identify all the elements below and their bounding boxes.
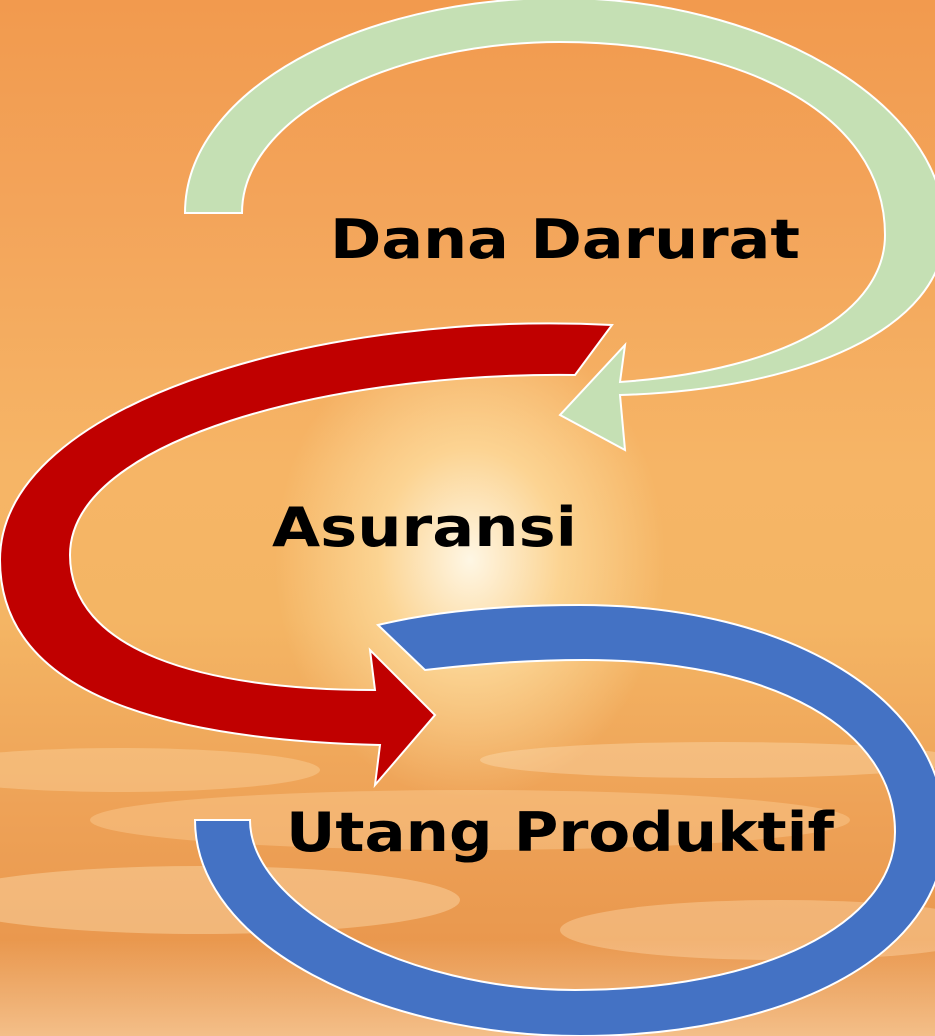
step-label-dana-darurat: Dana Darurat bbox=[330, 208, 800, 271]
red-curved-arrow bbox=[0, 322, 614, 789]
blue-curved-arrow bbox=[193, 603, 935, 1036]
step-label-utang-produktif: Utang Produktif bbox=[286, 801, 835, 864]
green-curved-arrow bbox=[183, 0, 935, 452]
step-label-asuransi: Asuransi bbox=[272, 496, 577, 559]
